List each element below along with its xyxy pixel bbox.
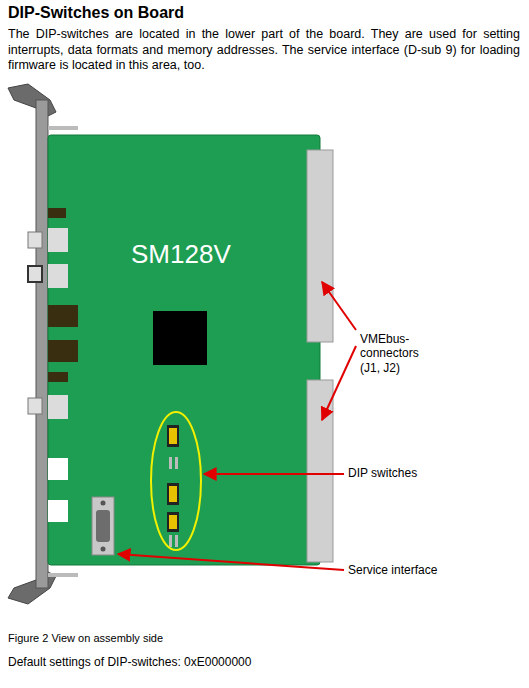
lemo-connector: [28, 398, 42, 414]
connector-body: [48, 395, 68, 419]
component: [48, 305, 78, 327]
page-title: DIP-Switches on Board: [8, 4, 184, 22]
dsub-connector: [92, 497, 114, 555]
lemo-connector: [28, 232, 42, 248]
component: [48, 340, 78, 362]
panel-cutout: [48, 458, 68, 480]
led: [48, 208, 66, 218]
ejector-handle: [8, 84, 56, 118]
figure-caption: Figure 2 View on assembly side: [8, 632, 163, 644]
lemo-connector: [28, 266, 42, 282]
vme-connector: [307, 380, 333, 562]
led: [48, 372, 68, 382]
callout-label: Service interface: [348, 563, 488, 577]
board-node: SM128V: [48, 135, 320, 565]
callout-label: VMEbus-connectors (J1, J2): [360, 332, 440, 375]
panel-cutout: [48, 500, 68, 522]
circuit-board: [48, 135, 320, 565]
callout-label: DIP switches: [348, 466, 468, 480]
intro-paragraph: The DIP-switches are located in the lowe…: [8, 27, 520, 74]
panel-bracket: [48, 573, 78, 577]
connector-body: [48, 264, 68, 288]
dip-switches: [167, 425, 179, 547]
connector-body: [48, 228, 68, 252]
vme-connector: [307, 150, 333, 342]
leader-arrows: [118, 282, 356, 570]
default-settings-note: Default settings of DIP-switches: 0xE000…: [8, 655, 408, 669]
panel-bracket: [48, 126, 78, 130]
fpga-chip: [153, 311, 207, 365]
front-panel: [36, 100, 48, 588]
highlight-ellipse: [151, 412, 201, 550]
board-name: SM128V: [131, 239, 231, 270]
